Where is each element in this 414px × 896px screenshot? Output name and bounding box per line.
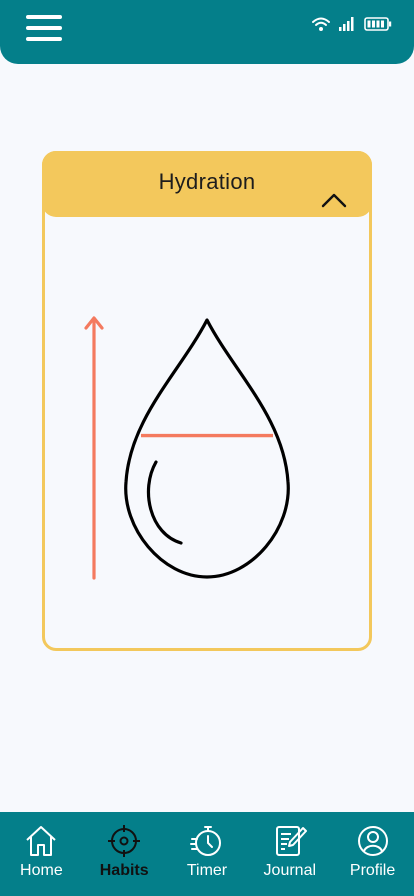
hydration-card: Hydration — [42, 151, 372, 651]
battery-icon — [364, 17, 392, 31]
nav-journal[interactable]: Journal — [248, 812, 331, 896]
card-title: Hydration — [158, 169, 256, 194]
nav-habits[interactable]: Habits — [83, 812, 166, 896]
wifi-icon — [312, 17, 330, 31]
top-app-bar — [0, 0, 414, 64]
nav-home-label: Home — [20, 862, 63, 879]
nav-timer-label: Timer — [186, 862, 228, 879]
hamburger-menu-icon[interactable] — [22, 12, 66, 44]
nav-profile-label: Profile — [349, 862, 396, 879]
nav-habits-label: Habits — [99, 862, 149, 879]
target-icon — [108, 825, 141, 857]
nav-journal-label: Journal — [263, 862, 317, 879]
stopwatch-icon — [189, 826, 221, 856]
journal-icon — [275, 826, 307, 856]
nav-timer[interactable]: Timer — [166, 812, 249, 896]
signal-icon — [339, 17, 354, 31]
chevron-up-icon[interactable] — [320, 191, 348, 209]
hydration-card-header[interactable]: Hydration — [42, 151, 372, 217]
nav-home[interactable]: Home — [0, 812, 83, 896]
profile-icon — [357, 826, 388, 856]
nav-profile[interactable]: Profile — [331, 812, 414, 896]
bottom-navigation: Home Habits Timer — [0, 812, 414, 896]
home-icon — [26, 826, 57, 856]
status-bar — [312, 16, 392, 32]
